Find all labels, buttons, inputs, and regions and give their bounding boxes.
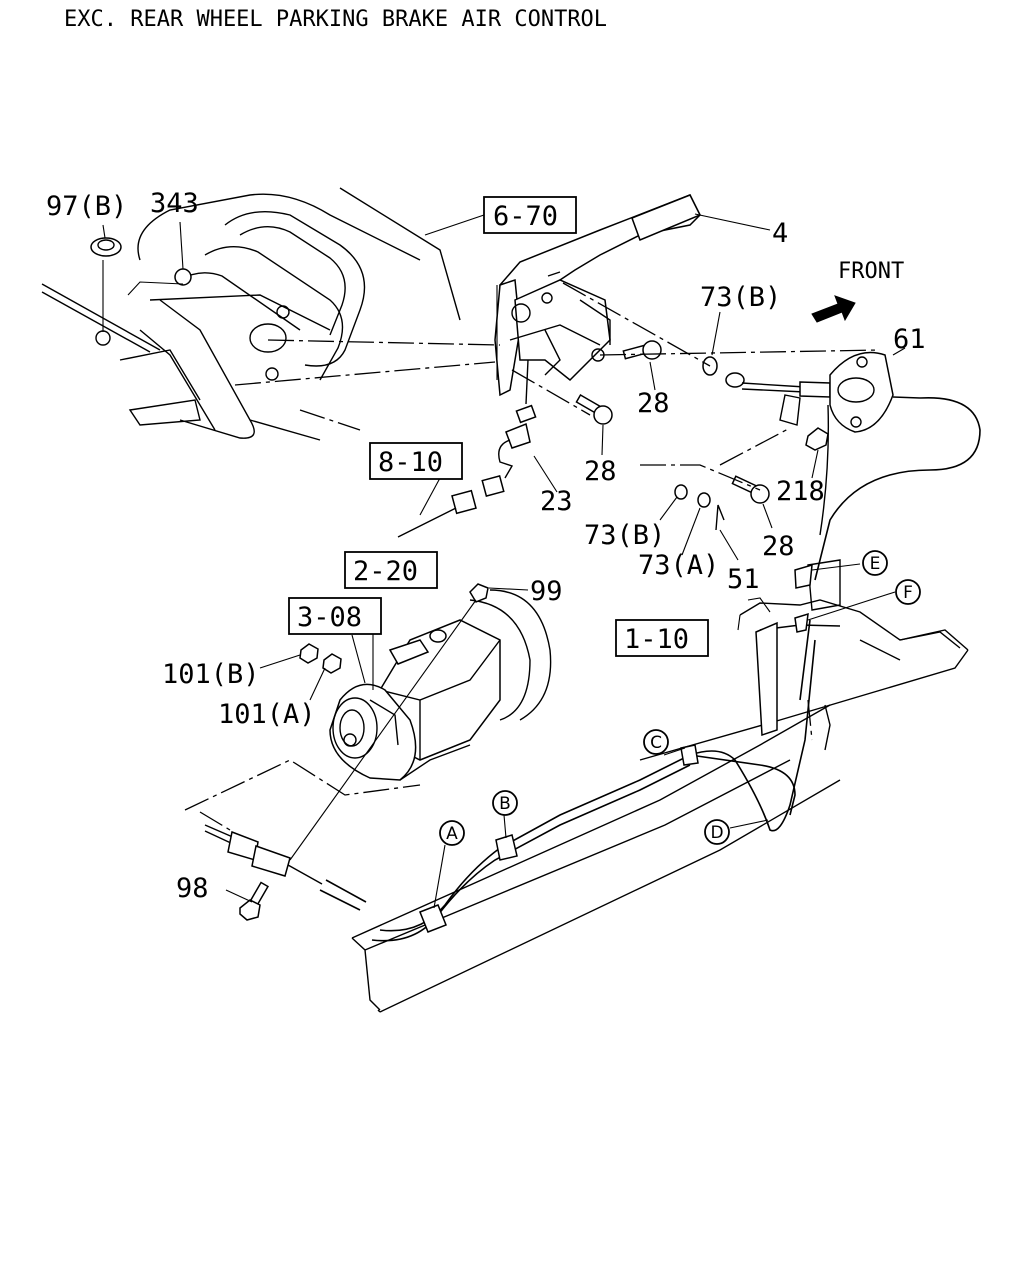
circled-a: A <box>439 820 465 846</box>
circled-b: B <box>492 790 518 816</box>
circled-d: D <box>704 819 730 845</box>
diagram-title: EXC. REAR WHEEL PARKING BRAKE AIR CONTRO… <box>64 7 607 32</box>
callout-101b: 101(B) <box>162 659 260 690</box>
callout-101a: 101(A) <box>218 699 316 730</box>
callout-97b: 97(B) <box>46 191 127 222</box>
callout-4: 4 <box>772 218 788 249</box>
callout-23: 23 <box>540 486 573 517</box>
callout-98: 98 <box>176 873 209 904</box>
callout-218: 218 <box>776 476 825 507</box>
svg-text:8-10: 8-10 <box>378 447 443 478</box>
cable-rear-end <box>204 824 323 885</box>
svg-text:A: A <box>446 824 458 844</box>
svg-text:3-08: 3-08 <box>297 602 362 633</box>
svg-text:6-70: 6-70 <box>493 201 558 232</box>
plug-343 <box>174 268 192 286</box>
callout-51: 51 <box>727 564 760 595</box>
cable-end-61 <box>725 351 981 581</box>
callout-leaders <box>102 213 906 909</box>
circled-f: F <box>895 579 921 605</box>
callout-99: 99 <box>530 576 563 607</box>
svg-text:D: D <box>710 823 723 843</box>
washer-73b-lower <box>674 484 688 500</box>
svg-text:1-10: 1-10 <box>624 624 689 655</box>
grommet-97b <box>90 237 122 257</box>
brake-lever-assembly <box>494 194 702 397</box>
callout-343: 343 <box>150 188 199 219</box>
ref-box-8-10: 8-10 <box>369 442 463 480</box>
cotter-pin-51 <box>715 504 725 531</box>
clip-e <box>794 563 813 589</box>
bolt-28-middle <box>575 394 613 425</box>
svg-text:B: B <box>499 794 511 814</box>
ref-box-2-20: 2-20 <box>344 551 438 589</box>
clip-f <box>794 612 809 633</box>
transmission <box>329 583 552 781</box>
callout-73b-low: 73(B) <box>584 520 665 551</box>
bolt-98 <box>239 881 269 921</box>
front-label: FRONT <box>838 259 904 284</box>
washer-73a <box>697 492 711 508</box>
callout-61: 61 <box>893 324 926 355</box>
svg-text:2-20: 2-20 <box>353 556 418 587</box>
ref-box-1-10: 1-10 <box>615 619 709 657</box>
clip-b <box>495 834 518 861</box>
nut-218 <box>805 427 829 451</box>
nut-101a <box>322 653 342 674</box>
callout-73a: 73(A) <box>638 550 719 581</box>
leader-lines-dashed <box>184 282 881 831</box>
front-arrow-icon <box>811 295 856 323</box>
ref-box-3-08: 3-08 <box>288 597 382 635</box>
circled-c: C <box>643 729 669 755</box>
callout-28-lower: 28 <box>762 531 795 562</box>
clip-a <box>419 904 447 933</box>
circled-e: E <box>862 550 888 576</box>
nut-101b <box>299 643 319 664</box>
callout-28-middle: 28 <box>584 456 617 487</box>
callout-73b-top: 73(B) <box>700 282 781 313</box>
bolt-28-upper <box>622 340 662 360</box>
ref-box-6-70: 6-70 <box>424 196 577 236</box>
svg-text:E: E <box>870 554 881 574</box>
clip-c <box>680 744 699 766</box>
svg-text:C: C <box>650 733 662 753</box>
switch-23 <box>397 359 537 538</box>
cab-floor-panel <box>41 187 461 441</box>
svg-text:F: F <box>903 583 913 603</box>
callout-28-upper: 28 <box>637 388 670 419</box>
